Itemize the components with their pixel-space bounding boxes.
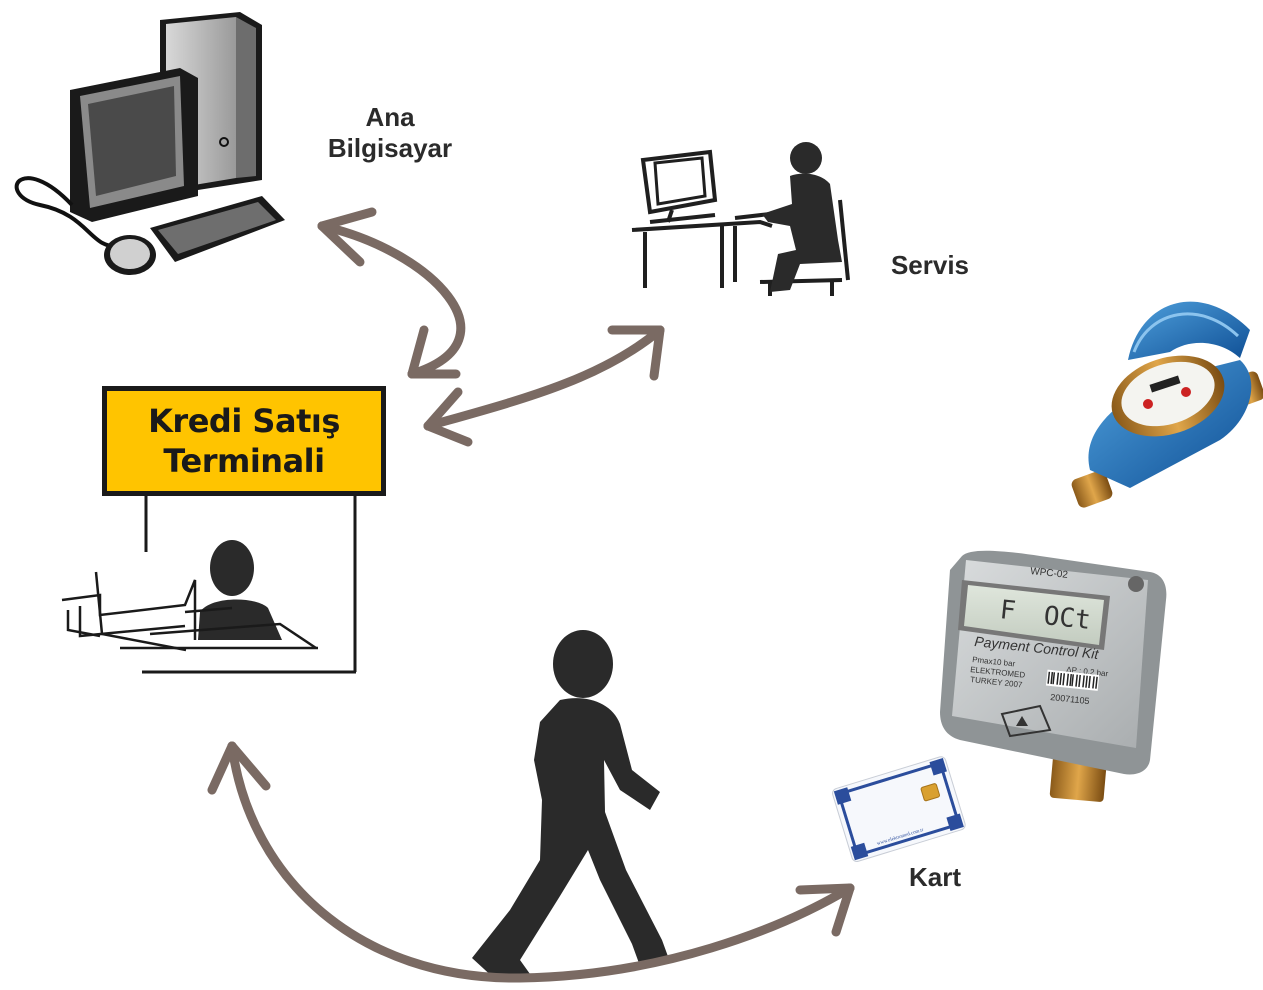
barcode	[1045, 669, 1100, 691]
service-workstation-icon	[631, 149, 850, 296]
terminal-label-line1: Kredi Satış	[148, 402, 340, 440]
arrow-computer-terminal	[317, 221, 466, 379]
terminal-label-line2: Terminali	[163, 442, 325, 480]
meter-model: WPC-02	[1030, 566, 1069, 581]
meter-display-left: F	[998, 595, 1017, 626]
meter-serial: 20071105	[1050, 692, 1090, 706]
smart-card-image: www.elektromed.com.tr	[832, 756, 966, 862]
meter-display-right: OCt	[1042, 601, 1092, 636]
terminal-booth-icon	[61, 496, 357, 674]
arrow-terminal-card	[227, 741, 855, 983]
arrows	[207, 207, 855, 983]
arrow-terminal-service	[423, 325, 665, 431]
service-label: Servis	[890, 250, 970, 280]
main-computer-label: Ana Bilgisayar	[300, 102, 480, 164]
payment-control-kit-image: F OCt WPC-02 Payment Control Kit Pmax10 …	[940, 550, 1167, 802]
credit-sales-terminal-sign: Kredi Satış Terminali	[102, 386, 386, 496]
service-person-silhouette	[762, 142, 842, 292]
main-computer-icon	[14, 12, 285, 275]
water-meter-image	[1071, 301, 1263, 508]
card-label: Kart	[908, 862, 961, 892]
walking-person-silhouette	[472, 630, 670, 980]
main-computer-label-line2: Bilgisayar	[327, 133, 453, 163]
main-computer-label-line1: Ana	[365, 102, 415, 132]
